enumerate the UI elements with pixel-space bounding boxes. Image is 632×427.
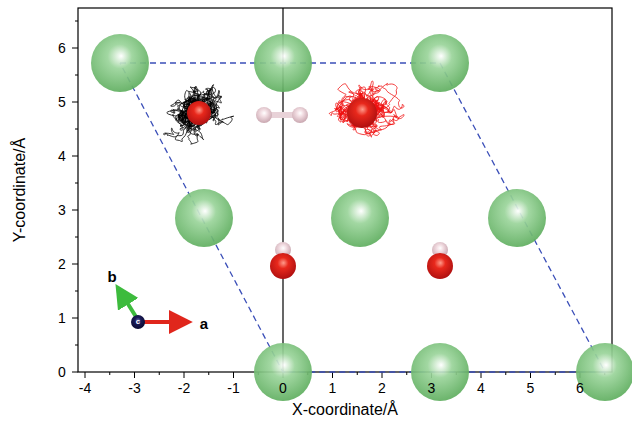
- oxygen-sphere: [270, 253, 296, 279]
- cation-sphere: [576, 343, 632, 401]
- trajectory: [329, 81, 404, 137]
- oxygen-sphere: [347, 98, 377, 128]
- axis-title: Y-coordinate/Å: [12, 138, 28, 242]
- y-tick: [72, 156, 78, 157]
- x-tick: [481, 372, 482, 378]
- cation-sphere: [411, 34, 469, 92]
- x-tick: [134, 372, 135, 378]
- x-tick: [332, 372, 333, 378]
- y-tick-label: 2: [58, 257, 66, 271]
- cation-sphere: [411, 343, 469, 401]
- x-tick: [109, 372, 110, 375]
- x-tick-label: -4: [79, 381, 91, 395]
- x-tick-label: 2: [378, 381, 386, 395]
- hydrogen-sphere: [256, 107, 272, 123]
- x-tick-label: 3: [428, 381, 436, 395]
- x-tick-label: 6: [576, 381, 584, 395]
- lattice-axis-label: a: [200, 316, 208, 331]
- y-tick: [75, 75, 78, 76]
- y-tick: [75, 21, 78, 22]
- y-tick-label: 1: [58, 311, 66, 325]
- x-tick: [406, 372, 407, 375]
- lattice-axis-label: c: [136, 318, 140, 326]
- x-tick: [208, 372, 209, 375]
- x-tick: [184, 372, 185, 378]
- x-tick: [357, 372, 358, 375]
- x-tick-label: -2: [178, 381, 190, 395]
- y-tick-label: 0: [58, 365, 66, 379]
- y-tick-label: 5: [58, 95, 66, 109]
- x-tick: [382, 372, 383, 378]
- cation-sphere: [254, 343, 312, 401]
- oxygen-sphere: [187, 101, 211, 125]
- x-tick-label: 4: [477, 381, 485, 395]
- hydrogen-sphere: [292, 107, 308, 123]
- y-tick-label: 3: [58, 203, 66, 217]
- b-axis-arrow: [118, 288, 138, 320]
- x-tick: [530, 372, 531, 378]
- y-tick: [72, 102, 78, 103]
- c-axis-marker: [131, 315, 145, 329]
- y-tick: [72, 210, 78, 211]
- x-tick: [159, 372, 160, 375]
- x-tick-label: 0: [279, 381, 287, 395]
- y-tick: [75, 183, 78, 184]
- y-tick: [75, 129, 78, 130]
- x-tick: [505, 372, 506, 375]
- y-tick-label: 6: [58, 41, 66, 55]
- x-tick: [85, 372, 86, 378]
- y-tick-label: 4: [58, 149, 66, 163]
- cation-sphere: [488, 189, 546, 247]
- axis-title: X-coordinate/Å: [292, 402, 398, 418]
- x-tick-label: 5: [527, 381, 535, 395]
- x-tick-label: 1: [329, 381, 337, 395]
- y-tick: [72, 372, 78, 373]
- lattice-axis-label: b: [107, 269, 116, 284]
- trajectory: [163, 85, 233, 145]
- x-tick-label: -3: [128, 381, 140, 395]
- cation-sphere: [91, 34, 149, 92]
- y-tick: [75, 345, 78, 346]
- x-tick-label: -1: [227, 381, 239, 395]
- a-axis-arrow: [140, 320, 188, 324]
- cation-sphere: [175, 189, 233, 247]
- y-tick: [72, 264, 78, 265]
- oxygen-sphere: [427, 253, 453, 279]
- cation-sphere: [254, 34, 312, 92]
- y-tick: [72, 48, 78, 49]
- atom-group: [91, 34, 632, 401]
- y-tick: [72, 318, 78, 319]
- plot-frame: [78, 8, 612, 372]
- unit-cell-outline: [120, 63, 605, 372]
- x-tick: [233, 372, 234, 378]
- axis-ticks: [72, 21, 605, 378]
- y-tick: [75, 291, 78, 292]
- cation-sphere: [331, 189, 389, 247]
- y-tick: [75, 237, 78, 238]
